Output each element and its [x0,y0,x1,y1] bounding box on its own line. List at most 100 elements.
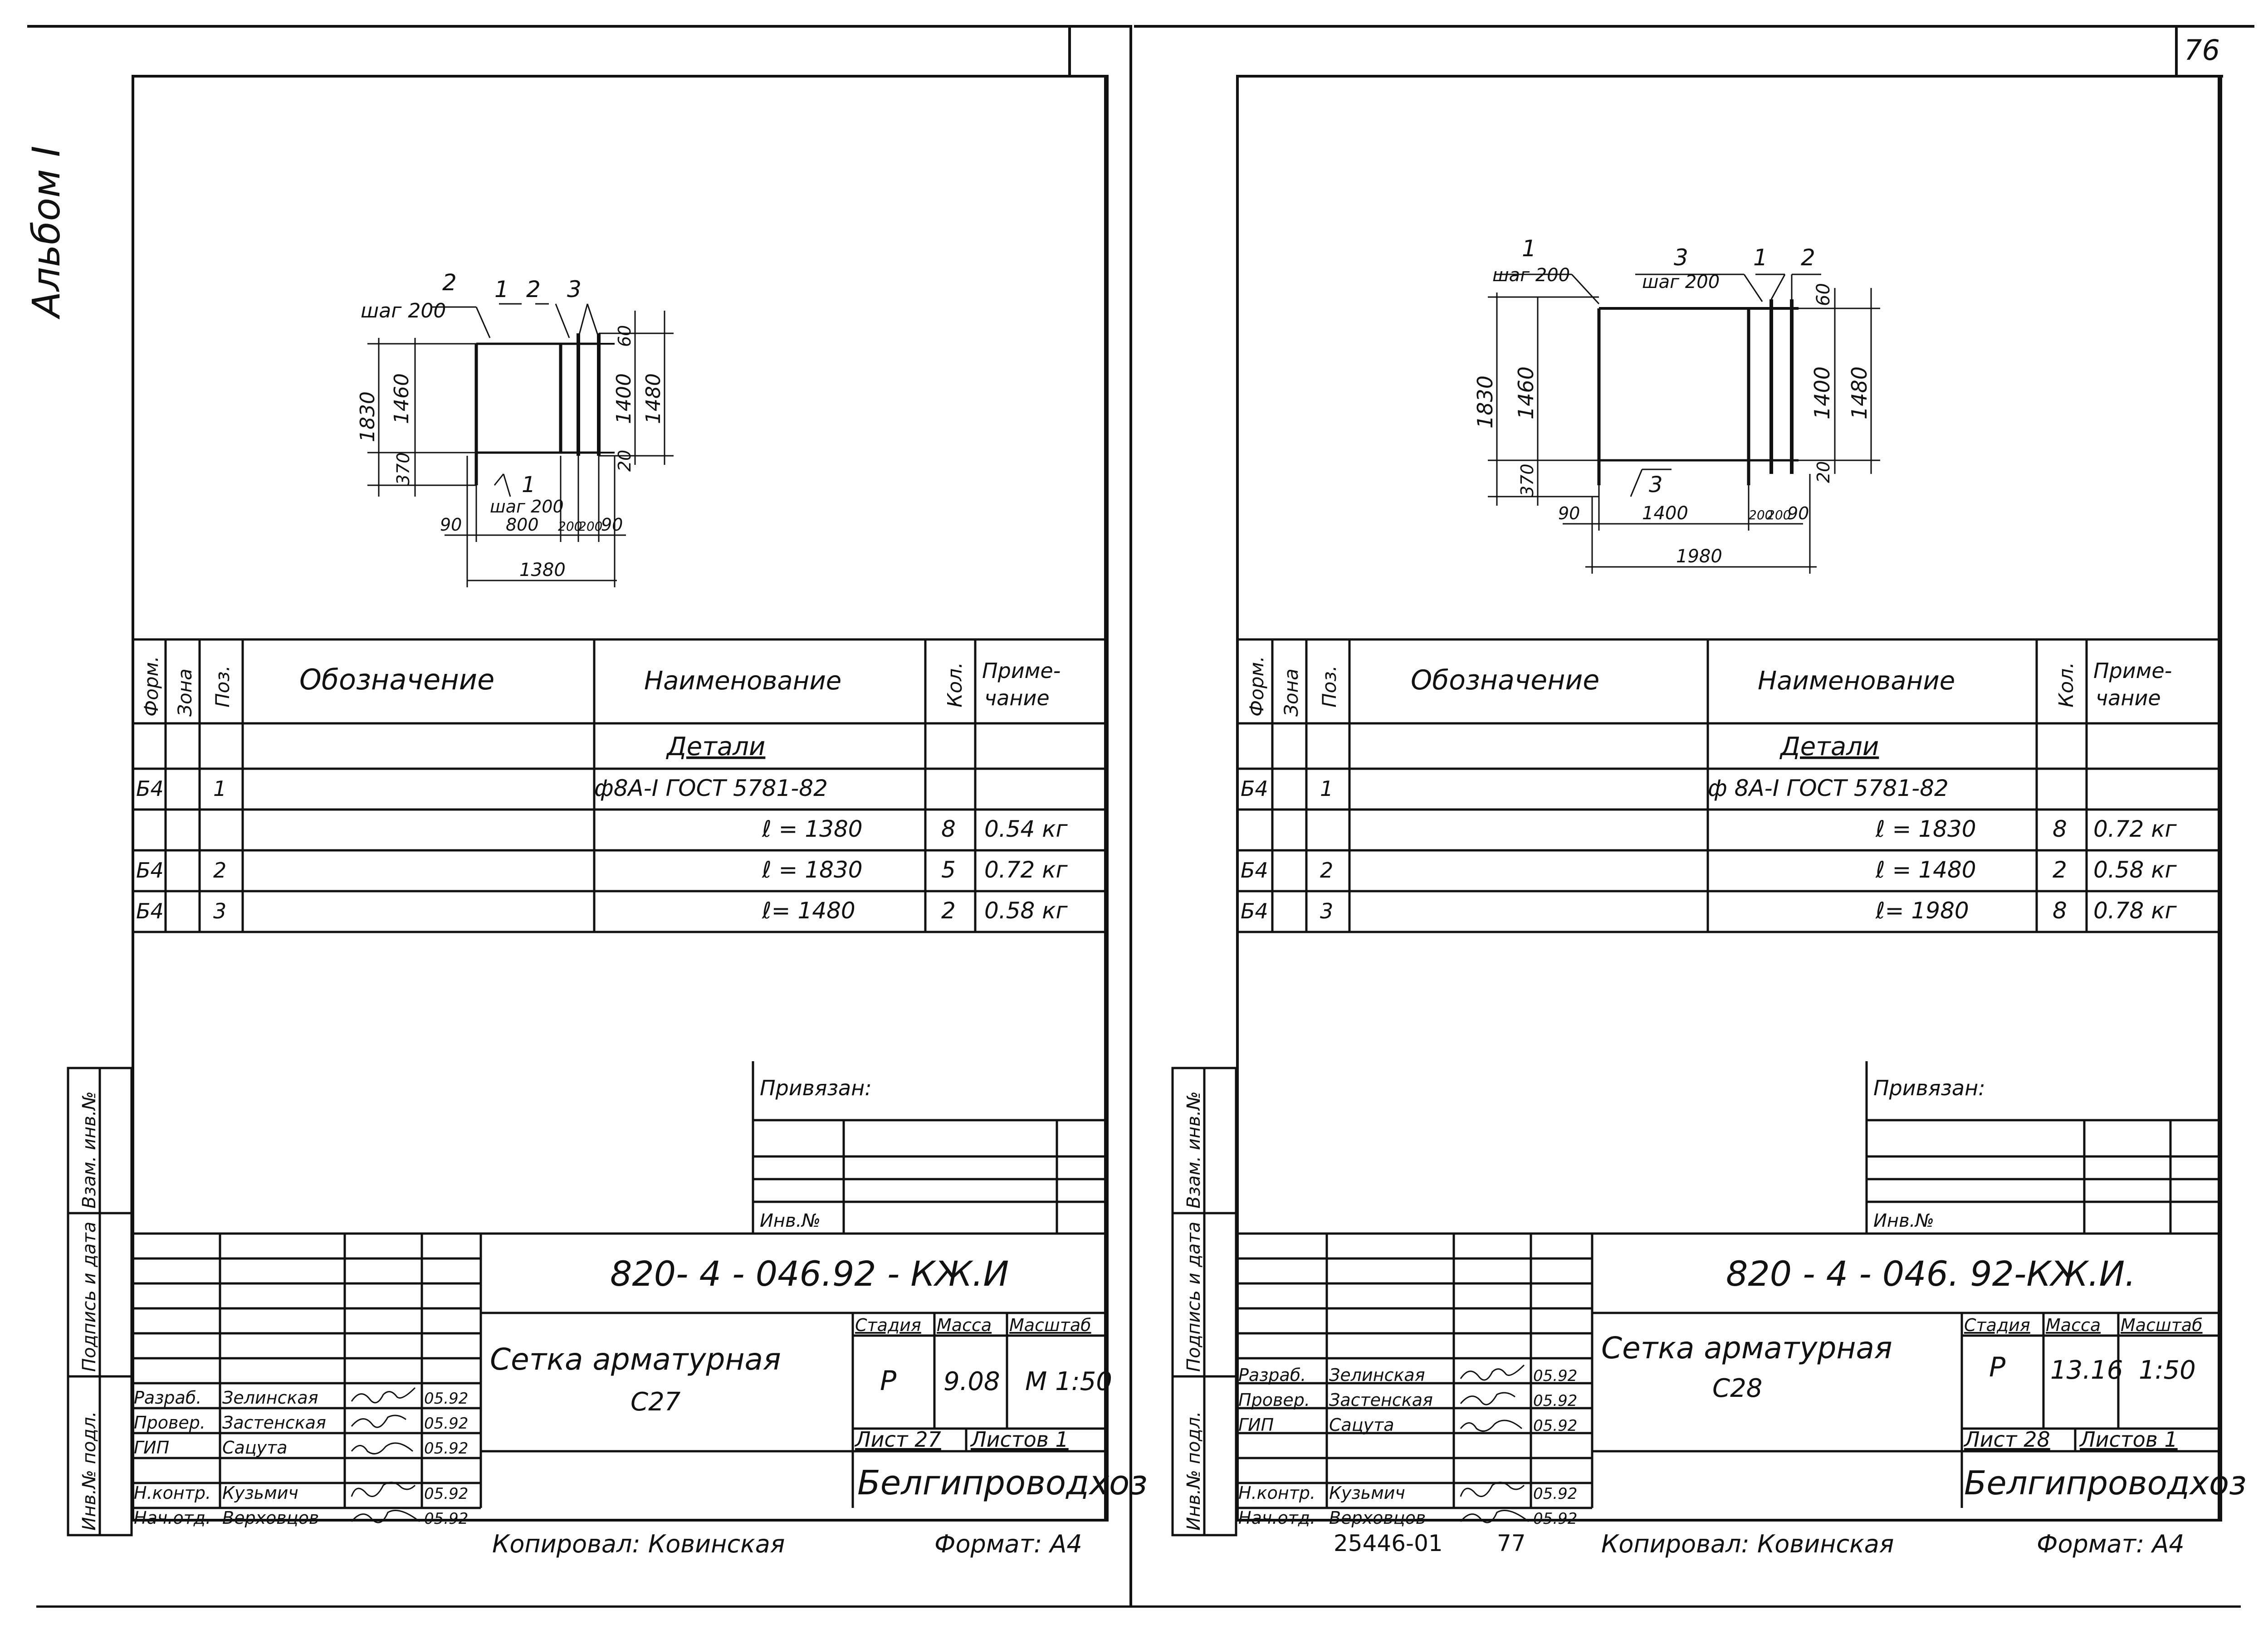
spec-header-note: Приме- [982,658,1061,683]
drawing-title-line1: Сетка арматурная [490,1342,781,1377]
person-name: Верховцов [222,1508,319,1528]
person-date: 05.92 [424,1439,468,1458]
dim-370: 370 [1517,463,1537,497]
dim-800: 800 [506,515,539,535]
stadiya-header: Стадия [855,1315,921,1335]
dim-200b: 200 [1767,507,1791,522]
spec-header-designation: Обозначение [299,663,494,696]
signature [1460,1392,1515,1405]
masshtab-header: Масштаб [2121,1315,2203,1335]
row1-pos: 1 [1320,776,1333,801]
masshtab-value: М 1:50 [1025,1367,1112,1396]
dim-1480: 1480 [642,373,665,424]
person-date: 05.92 [424,1415,468,1433]
sheet-left-spec-table: Форм. Зона Поз. Обозначение Наименование… [132,638,1107,933]
row4-qty: 2 [941,897,956,924]
stadiya-value: Р [880,1365,897,1397]
signature [1460,1419,1522,1432]
spec-header-form: Форм. [1246,656,1268,717]
dim-200b: 200 [578,519,602,534]
sheet-left-title-block: 820- 4 - 046.92 - КЖ.И Сетка арматурная … [132,1232,1148,1528]
dim-60: 60 [615,325,635,347]
list-number: Лист 28 [1963,1427,2050,1452]
bottom-sheet-no: 77 [1497,1530,1526,1556]
person-name: Сацута [1329,1415,1394,1435]
listov-number: Листов 1 [2079,1427,2178,1452]
sheet-right-title-block: 820 - 4 - 046. 92-КЖ.И. Сетка арматурная… [1236,1232,2246,1528]
person-name: Застенская [1329,1390,1433,1410]
massa-value: 13.16 [2050,1356,2123,1385]
spec-header-zone: Зона [174,668,196,717]
person-role: Провер. [1238,1390,1310,1410]
spec-header-form: Форм. [140,656,162,717]
side-stamp-vzam: Взам. инв.№ [1183,1091,1204,1209]
row4-pos: 3 [213,899,226,923]
spec-header-note-2: чание [984,686,1050,710]
person-name: Верховцов [1329,1508,1426,1528]
sheet-right-side-stamp: Взам. инв.№ Подпись и дата Инв.№ подл. [1171,1067,1237,1536]
dim-shag200-right: шаг 200 [1642,272,1720,293]
dim-90b: 90 [1787,503,1809,523]
dim-1460: 1460 [1514,366,1538,419]
dim-1830: 1830 [356,391,379,442]
massa-header: Масса [2046,1315,2101,1335]
signature [1460,1482,1525,1497]
page-number: 76 [2184,34,2220,67]
row3-name: ℓ = 1480 [1875,857,1976,883]
dim-pos3-bottom: 3 [1649,472,1663,498]
side-stamp-inv: Инв.№ подл. [1183,1411,1204,1531]
person-role: Н.контр. [134,1483,211,1503]
dim-shag200-bottom: шаг 200 [490,497,564,517]
person-date: 05.92 [424,1510,468,1528]
signature [351,1415,406,1428]
inv-no-label: Инв.№ [760,1210,821,1231]
spec-rows: Б4 1 ф8А-I ГОСТ 5781-82 ℓ = 1380 8 0.54 … [136,775,1068,924]
sheet-right-drawing: 1 шаг 200 3 шаг 200 1 2 1830 1460 370 60… [1473,235,1880,574]
person-role: Н.контр. [1238,1483,1315,1503]
person-role: Разраб. [1238,1365,1306,1385]
inv-no-label: Инв.№ [1873,1210,1934,1231]
sheet-right-right-rail [2220,75,2222,1522]
row2-name: ℓ = 1380 [762,816,863,842]
stadiya-value: Р [1989,1351,2006,1383]
person-date: 05.92 [424,1390,468,1408]
signature [351,1387,416,1404]
row4-form: Б4 [136,899,164,923]
massa-value: 9.08 [943,1367,1000,1396]
copied-by: Копировал: Ковинская [492,1530,785,1558]
spec-header-qty: Кол. [2055,662,2078,707]
row2-note: 0.72 кг [2093,816,2177,842]
left-corner-mark [1068,25,1071,75]
side-stamp-inv: Инв.№ подл. [79,1411,100,1531]
side-stamp-podpis: Подпись и дата [1183,1222,1204,1372]
dim-shag200-top: шаг 200 [361,299,446,322]
row1-name: ф8А-I ГОСТ 5781-82 [594,775,828,801]
dim-20: 20 [615,450,635,472]
row2-qty: 8 [941,816,956,842]
list-number: Лист 27 [854,1427,941,1452]
dim-90b: 90 [601,515,623,535]
sheet-left-drawing: 2 шаг 200 1 2 3 1830 1460 370 60 1400 20… [356,269,674,587]
row1-pos: 1 [213,776,226,801]
top-line-right [1134,25,2254,28]
dim-1830: 1830 [1473,376,1497,429]
people-list: Разраб. Зелинская 05.92 Провер. Застенск… [1238,1365,1577,1528]
dim-200a: 200 [1749,507,1773,522]
format-label: Формат: А4 [934,1530,1082,1558]
dim-1460: 1460 [390,373,413,424]
side-stamp-vzam: Взам. инв.№ [79,1091,100,1209]
dim-pos3-top: 3 [567,276,582,302]
stadiya-header: Стадия [1964,1315,2030,1335]
privyazan-label: Привязан: [760,1076,872,1100]
person-date: 05.92 [1533,1510,1577,1528]
spec-header-zone: Зона [1280,668,1302,717]
row2-qty: 8 [2053,816,2067,842]
massa-header: Масса [937,1315,992,1335]
side-stamp-podpis: Подпись и дата [79,1222,100,1372]
person-name: Зелинская [222,1388,318,1408]
dim-1980: 1980 [1676,546,1722,567]
person-date: 05.92 [1533,1392,1577,1410]
row4-form: Б4 [1241,899,1268,923]
masshtab-header: Масштаб [1009,1315,1091,1335]
drawing-code: 820 - 4 - 046. 92-КЖ.И. [1726,1254,2136,1294]
